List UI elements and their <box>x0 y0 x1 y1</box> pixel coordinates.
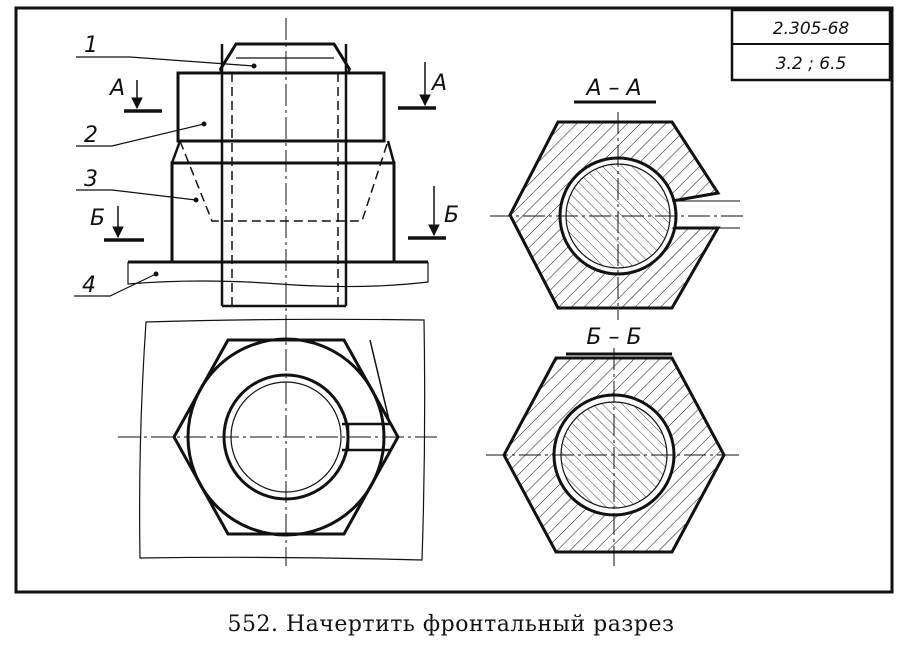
section-mark-a-left: А <box>108 76 125 101</box>
sheet-frame <box>14 6 894 594</box>
leader-4 <box>74 273 157 297</box>
top-view <box>118 316 440 566</box>
lower-housing <box>170 161 396 264</box>
section-title-aa: А – А <box>584 76 641 101</box>
callout-1: 1 <box>84 33 98 58</box>
front-view <box>74 18 446 318</box>
section-bb <box>486 348 742 566</box>
figure-caption: 552. Начертить фронтальный разрез <box>227 612 675 637</box>
bolt-top <box>218 42 352 71</box>
taper <box>170 140 396 164</box>
leader-3 <box>76 189 197 201</box>
callout-4: 4 <box>82 273 96 298</box>
callout-2: 2 <box>84 123 98 148</box>
section-aa <box>490 112 744 320</box>
stamp-standard: 2.305-68 <box>773 19 850 39</box>
callout-3: 3 <box>84 167 98 192</box>
top-view-slot <box>342 422 390 452</box>
stamp-box: 2.305-68 3.2 ; 6.5 <box>730 8 892 82</box>
leader-1 <box>76 56 255 67</box>
upper-nut <box>176 71 386 143</box>
stamp-sections: 3.2 ; 6.5 <box>776 54 847 74</box>
top-view-plate <box>139 318 426 561</box>
section-title-bb: Б – Б <box>586 325 641 350</box>
leader-2 <box>76 123 205 147</box>
top-view-hexagon <box>172 338 400 536</box>
section-mark-b-right: Б <box>444 203 459 228</box>
section-mark-a-right: А <box>430 71 447 96</box>
section-mark-b-left: Б <box>90 206 105 231</box>
